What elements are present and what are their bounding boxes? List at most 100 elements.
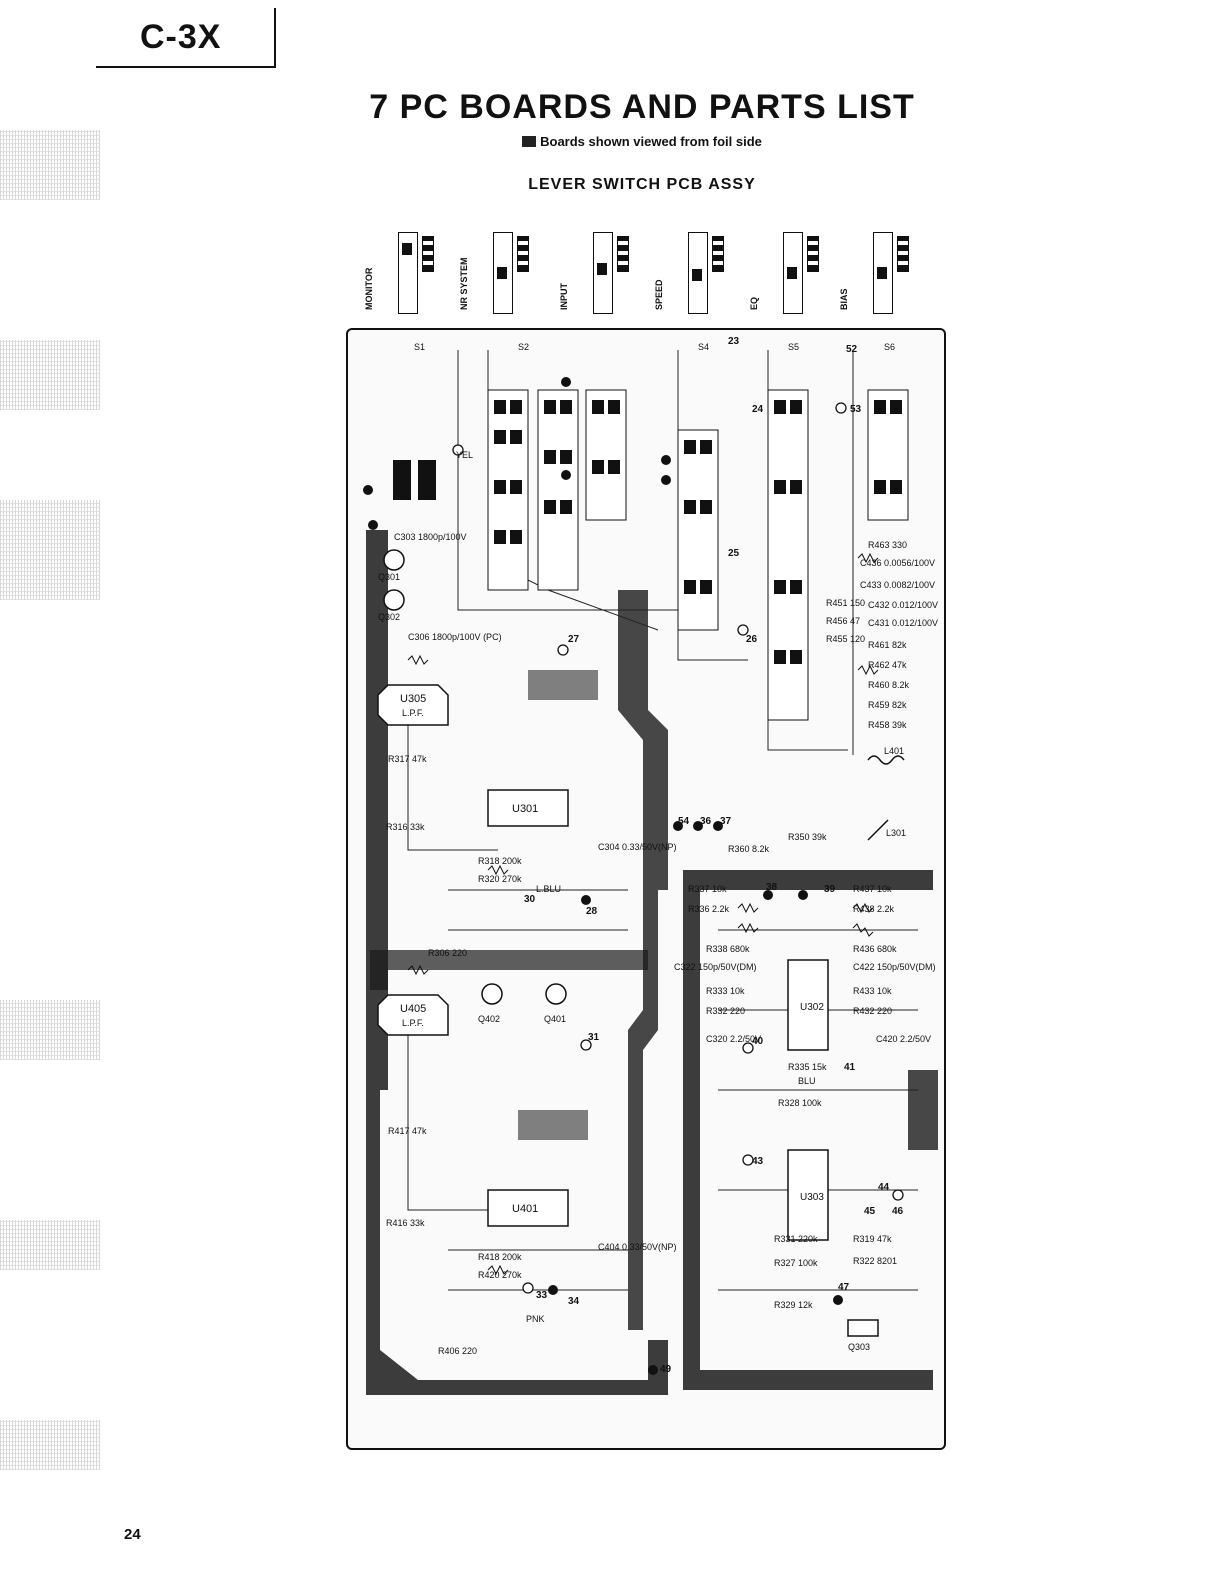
label-r335: R335 15k (788, 1062, 827, 1072)
tp-33: 33 (536, 1290, 548, 1301)
label-r333: R333 10k (706, 986, 745, 996)
label-r318: R318 200k (478, 856, 522, 866)
ic-packages (377, 684, 829, 1241)
label-pnk: PNK (526, 1314, 545, 1324)
label-r433: R433 10k (853, 986, 892, 996)
label-r332: R332 220 (706, 1006, 745, 1016)
label-l301: L301 (886, 828, 906, 838)
margin-texture-bottom (0, 1420, 100, 1470)
switch-pins (422, 236, 434, 272)
label-r451: R451 150 (826, 598, 865, 608)
pcb-board: S1 S2 S4 S5 S6 U305 L.P.F. U405 L.P.F. U… (346, 328, 946, 1450)
tp-46: 46 (892, 1206, 904, 1217)
switch-body (493, 232, 513, 314)
switch-eq: EQ (749, 222, 845, 318)
tp-44: 44 (878, 1182, 890, 1193)
label-r350: R350 39k (788, 832, 827, 842)
switch-nr-system: NR SYSTEM (459, 222, 565, 318)
label-s2: S2 (518, 342, 529, 352)
label-c320: C320 2.2/50V (706, 1034, 761, 1044)
switch-body (688, 232, 708, 314)
switch-contacts (494, 400, 902, 664)
label-c422: C422 150p/50V(DM) (853, 962, 936, 972)
foil-side-icon (522, 136, 537, 147)
label-r360: R360 8.2k (728, 844, 770, 854)
label-r459: R459 82k (868, 700, 907, 710)
tp-41: 41 (844, 1062, 856, 1073)
switch-body (783, 232, 803, 314)
label-r420: R420 270k (478, 1270, 522, 1280)
lever-switch-strip: MONITOR NR SYSTEM INPUT SPEED EQ BIAS (364, 222, 930, 322)
label-u401: U401 (512, 1203, 538, 1215)
tp-39: 39 (824, 884, 836, 895)
label-c431: C431 0.012/100V (868, 618, 938, 628)
label-c322: C322 150p/50V(DM) (674, 962, 757, 972)
tp-52: 52 (846, 344, 858, 355)
switch-body (593, 232, 613, 314)
label-r336: R336 2.2k (688, 904, 730, 914)
switch-pins (517, 236, 529, 272)
switch-label-eq: EQ (749, 296, 759, 310)
component-labels: S1 S2 S4 S5 S6 U305 L.P.F. U405 L.P.F. U… (378, 342, 938, 1356)
margin-texture-low (0, 1220, 100, 1270)
tp-26: 26 (746, 634, 758, 645)
label-r456: R456 47 (826, 616, 860, 626)
tp-49: 49 (660, 1364, 672, 1375)
tp-30: 30 (524, 894, 536, 905)
label-u301: U301 (512, 803, 538, 815)
label-c432: C432 0.012/100V (868, 600, 938, 610)
switch-label-monitor: MONITOR (364, 267, 374, 310)
switch-pins (897, 236, 909, 272)
transistors (383, 549, 879, 1337)
label-q401: Q401 (544, 1014, 566, 1024)
tp-24: 24 (752, 404, 764, 415)
label-r417: R417 47k (388, 1126, 427, 1136)
label-r319: R319 47k (853, 1234, 892, 1244)
label-s6: S6 (884, 342, 895, 352)
open-test-points (452, 402, 904, 1294)
tp-45: 45 (864, 1206, 876, 1217)
label-c306: C306 1800p/100V (PC) (408, 632, 502, 642)
tp-23: 23 (728, 336, 740, 347)
tp-54: 54 (678, 816, 690, 827)
label-r317: R317 47k (388, 754, 427, 764)
label-r331: R331 220k (774, 1234, 818, 1244)
label-c436: C436 0.0056/100V (860, 558, 935, 568)
tp-47: 47 (838, 1282, 850, 1293)
label-c433: C433 0.0082/100V (860, 580, 935, 590)
label-r416: R416 33k (386, 1218, 425, 1228)
tp-28: 28 (586, 906, 598, 917)
label-q303: Q303 (848, 1342, 870, 1352)
switch-blocks (393, 389, 909, 721)
switch-pins (617, 236, 629, 272)
label-r327: R327 100k (774, 1258, 818, 1268)
label-r406: R406 220 (438, 1346, 477, 1356)
tp-25: 25 (728, 548, 740, 559)
label-u303: U303 (800, 1192, 824, 1203)
label-u305: U305 (400, 693, 426, 705)
tp-43: 43 (752, 1156, 764, 1167)
label-u302: U302 (800, 1002, 824, 1013)
page-subtitle: Boards shown viewed from foil side (60, 134, 1224, 149)
label-u305-sub: L.P.F. (402, 708, 424, 718)
tp-37: 37 (720, 816, 732, 827)
label-r463: R463 330 (868, 540, 907, 550)
switch-knob (597, 263, 607, 275)
label-c303: C303 1800p/100V (394, 532, 467, 542)
tp-40: 40 (752, 1036, 764, 1047)
margin-texture-mid1 (0, 340, 100, 410)
tp-34: 34 (568, 1296, 580, 1307)
switch-label-nr-system: NR SYSTEM (459, 257, 469, 310)
switch-label-speed: SPEED (654, 279, 664, 310)
label-r322: R322 8201 (853, 1256, 897, 1266)
pcb-diagram: S1 S2 S4 S5 S6 U305 L.P.F. U405 L.P.F. U… (363, 336, 938, 1395)
label-q302: Q302 (378, 612, 400, 622)
label-q402: Q402 (478, 1014, 500, 1024)
label-s1: S1 (414, 342, 425, 352)
page-number: 24 (124, 1526, 141, 1543)
label-c304: C304 0.33/50V(NP) (598, 842, 677, 852)
model-label: C-3X (140, 18, 222, 56)
label-q301: Q301 (378, 572, 400, 582)
tp-53: 53 (850, 404, 862, 415)
label-r462: R462 47k (868, 660, 907, 670)
